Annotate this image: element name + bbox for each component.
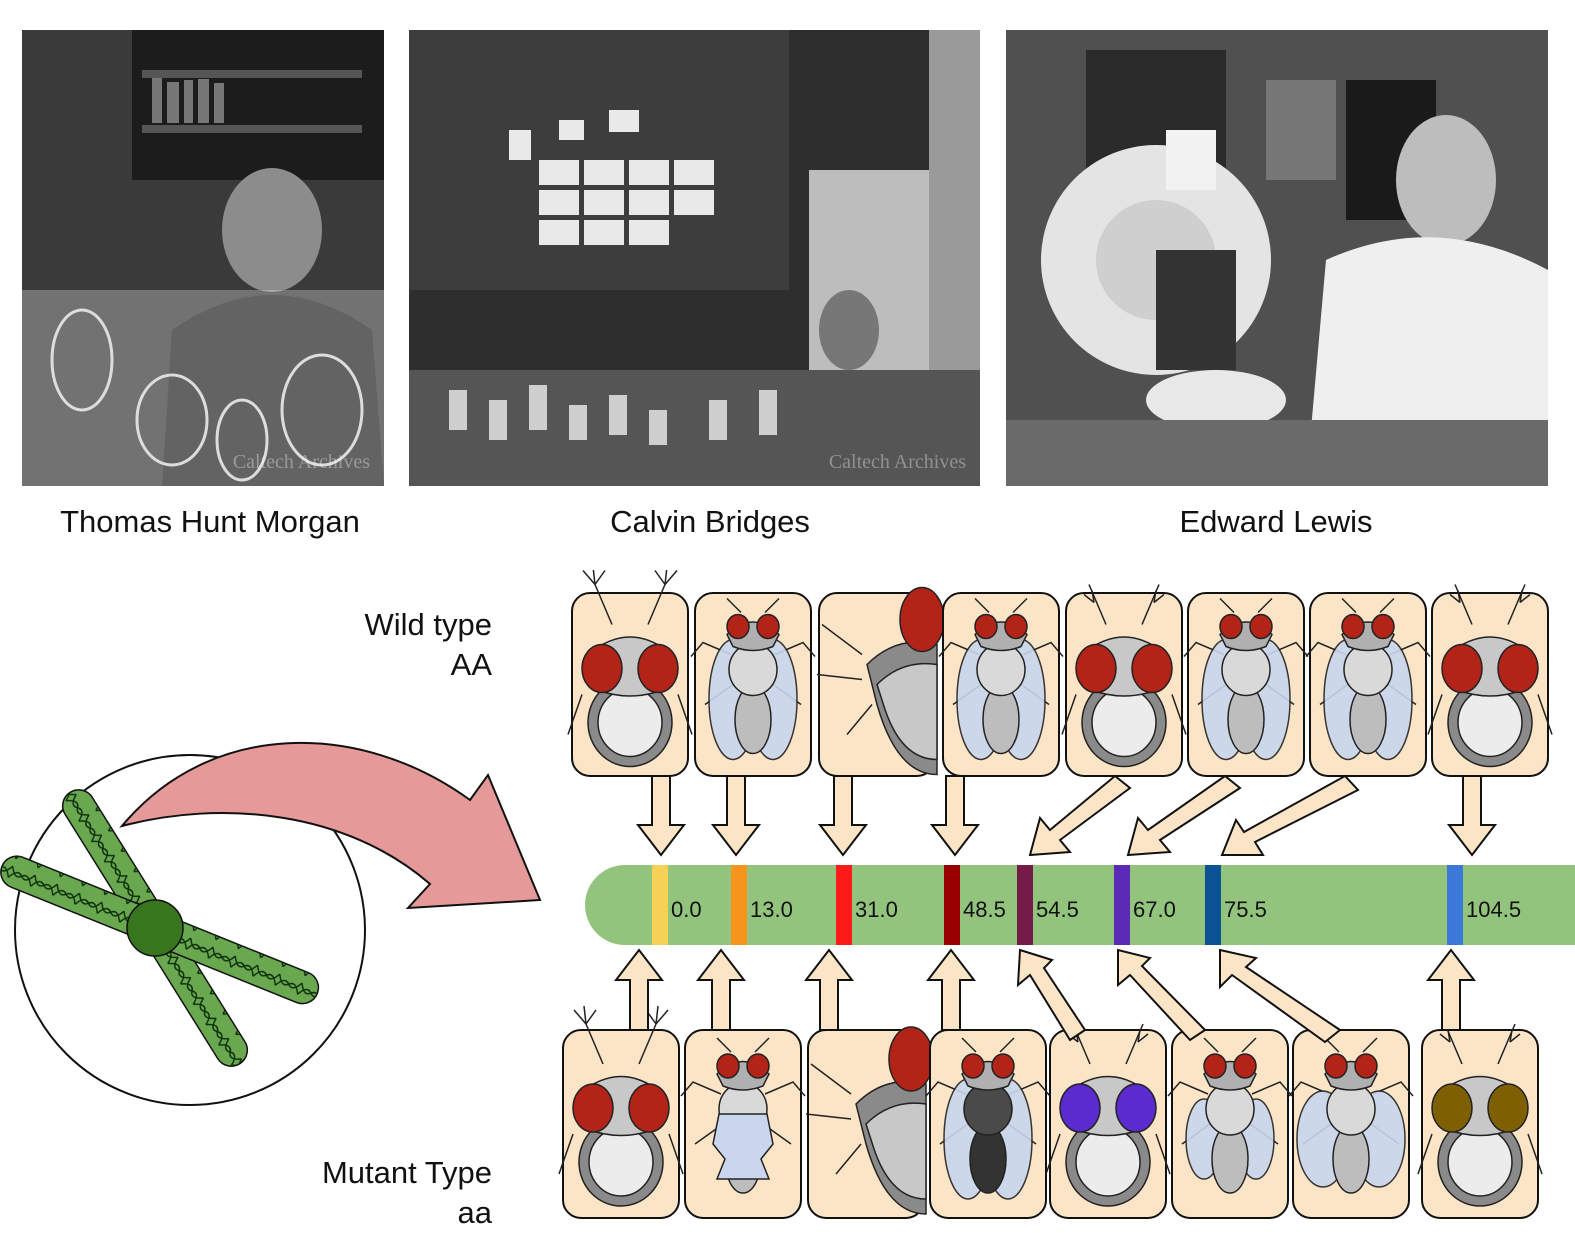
mapping-arrow	[695, 948, 747, 1031]
fly-card	[938, 592, 1064, 777]
locus-position-label: 54.5	[1036, 897, 1079, 922]
fly-card	[1427, 584, 1553, 777]
fly-card	[805, 1026, 934, 1219]
fly-card	[680, 1029, 806, 1219]
mapping-arrow	[803, 948, 855, 1031]
fly-side-icon	[816, 586, 945, 776]
fly-card	[558, 1005, 684, 1219]
label-mutant-type-line2: aa	[457, 1195, 492, 1230]
fly-card	[925, 1029, 1051, 1219]
fly-card	[1167, 1029, 1293, 1219]
fly-head-icon	[1427, 584, 1553, 768]
chromosome-illustration	[0, 754, 366, 1106]
mapping-arrow	[1117, 948, 1207, 1042]
fly-side-icon	[805, 1026, 934, 1215]
locus-position-label: 75.5	[1224, 897, 1267, 922]
mapping-arrow	[1028, 774, 1132, 857]
locus-band	[652, 865, 668, 945]
locus-band	[1017, 865, 1033, 945]
fly-card	[1183, 592, 1309, 777]
label-wild-type-line1: Wild type	[364, 607, 492, 642]
fly-card	[1288, 1029, 1414, 1219]
mapping-arrow	[925, 948, 977, 1031]
label-mutant-type: Mutant Type aa	[180, 1153, 492, 1233]
big-curved-arrow	[119, 741, 542, 910]
chromosome-bar	[585, 865, 1575, 945]
mapping-arrow	[1016, 948, 1087, 1042]
fly-wings-icon	[1183, 597, 1309, 761]
photo-watermark: Caltech Archives	[828, 451, 966, 473]
mapping-arrow	[635, 775, 687, 857]
locus-band	[1447, 865, 1463, 945]
fly-head-icon	[1061, 584, 1187, 768]
locus-position-label: 67.0	[1133, 897, 1176, 922]
locus-position-label: 48.5	[963, 897, 1006, 922]
label-mutant-type-line1: Mutant Type	[321, 1155, 492, 1190]
loci-layer: 0.0 13.0 31.0 48.5 54.5 67.0 75.5 104.5	[652, 865, 1521, 945]
caption-bridges: Calvin Bridges	[610, 504, 810, 539]
mutant-type-cards	[558, 948, 1543, 1219]
mapping-arrow	[1446, 775, 1498, 857]
wild-type-cards	[567, 570, 1553, 857]
lab-photo-morgan	[22, 30, 384, 486]
fly-card	[567, 570, 693, 777]
portrait-photo-lewis	[1006, 30, 1548, 486]
caption-lewis: Edward Lewis	[1179, 504, 1373, 539]
lab-photo-bridges	[409, 30, 980, 486]
fly-brown-eye-icon	[1417, 1023, 1543, 1207]
label-wild-type: Wild type AA	[180, 605, 492, 685]
locus-band	[731, 865, 747, 945]
fly-small-wings-icon	[1167, 1037, 1293, 1194]
locus-band	[1205, 865, 1221, 945]
mapping-arrow	[1220, 774, 1360, 856]
photo-watermark: Caltech Archives	[232, 451, 370, 473]
fly-card	[1045, 1023, 1171, 1219]
caption-morgan: Thomas Hunt Morgan	[60, 504, 360, 539]
label-wild-type-line2: AA	[450, 647, 492, 682]
fly-body-icon	[690, 597, 816, 761]
mapping-arrow	[1126, 774, 1242, 857]
mapping-arrow	[710, 775, 762, 857]
fly-crumpled-wing-icon	[680, 1037, 806, 1194]
portrait-photo-bridges: Caltech Archives	[409, 30, 980, 486]
portrait-photo-morgan: Caltech Archives	[22, 30, 384, 486]
mapping-arrow	[1219, 948, 1342, 1044]
fly-card	[1305, 592, 1431, 777]
fly-card	[816, 586, 945, 777]
fly-card	[690, 592, 816, 777]
locus-position-label: 13.0	[750, 897, 793, 922]
locus-position-label: 104.5	[1466, 897, 1521, 922]
fly-bent-wings-icon	[1288, 1037, 1414, 1194]
mapping-arrow	[929, 775, 981, 857]
mapping-arrow	[817, 775, 869, 857]
mapping-arrow	[613, 948, 665, 1031]
fly-card	[1417, 1023, 1543, 1219]
locus-band	[836, 865, 852, 945]
lab-photo-lewis	[1006, 30, 1548, 486]
fly-head-aristae-icon	[567, 570, 693, 768]
mapping-arrow	[1425, 948, 1477, 1031]
fly-dark-body-icon	[925, 1037, 1051, 1200]
centromere	[126, 899, 184, 957]
locus-band	[1114, 865, 1130, 945]
genetic-map-diagram: 0.0 13.0 31.0 48.5 54.5 67.0 75.5 104.5	[0, 570, 1575, 1219]
fly-card	[1061, 584, 1187, 777]
locus-band	[944, 865, 960, 945]
fly-wings-icon	[938, 597, 1064, 761]
locus-position-label: 31.0	[855, 897, 898, 922]
locus-position-label: 0.0	[671, 897, 702, 922]
fly-head-aristae-icon	[558, 1005, 684, 1207]
fly-wings-icon	[1305, 597, 1431, 761]
